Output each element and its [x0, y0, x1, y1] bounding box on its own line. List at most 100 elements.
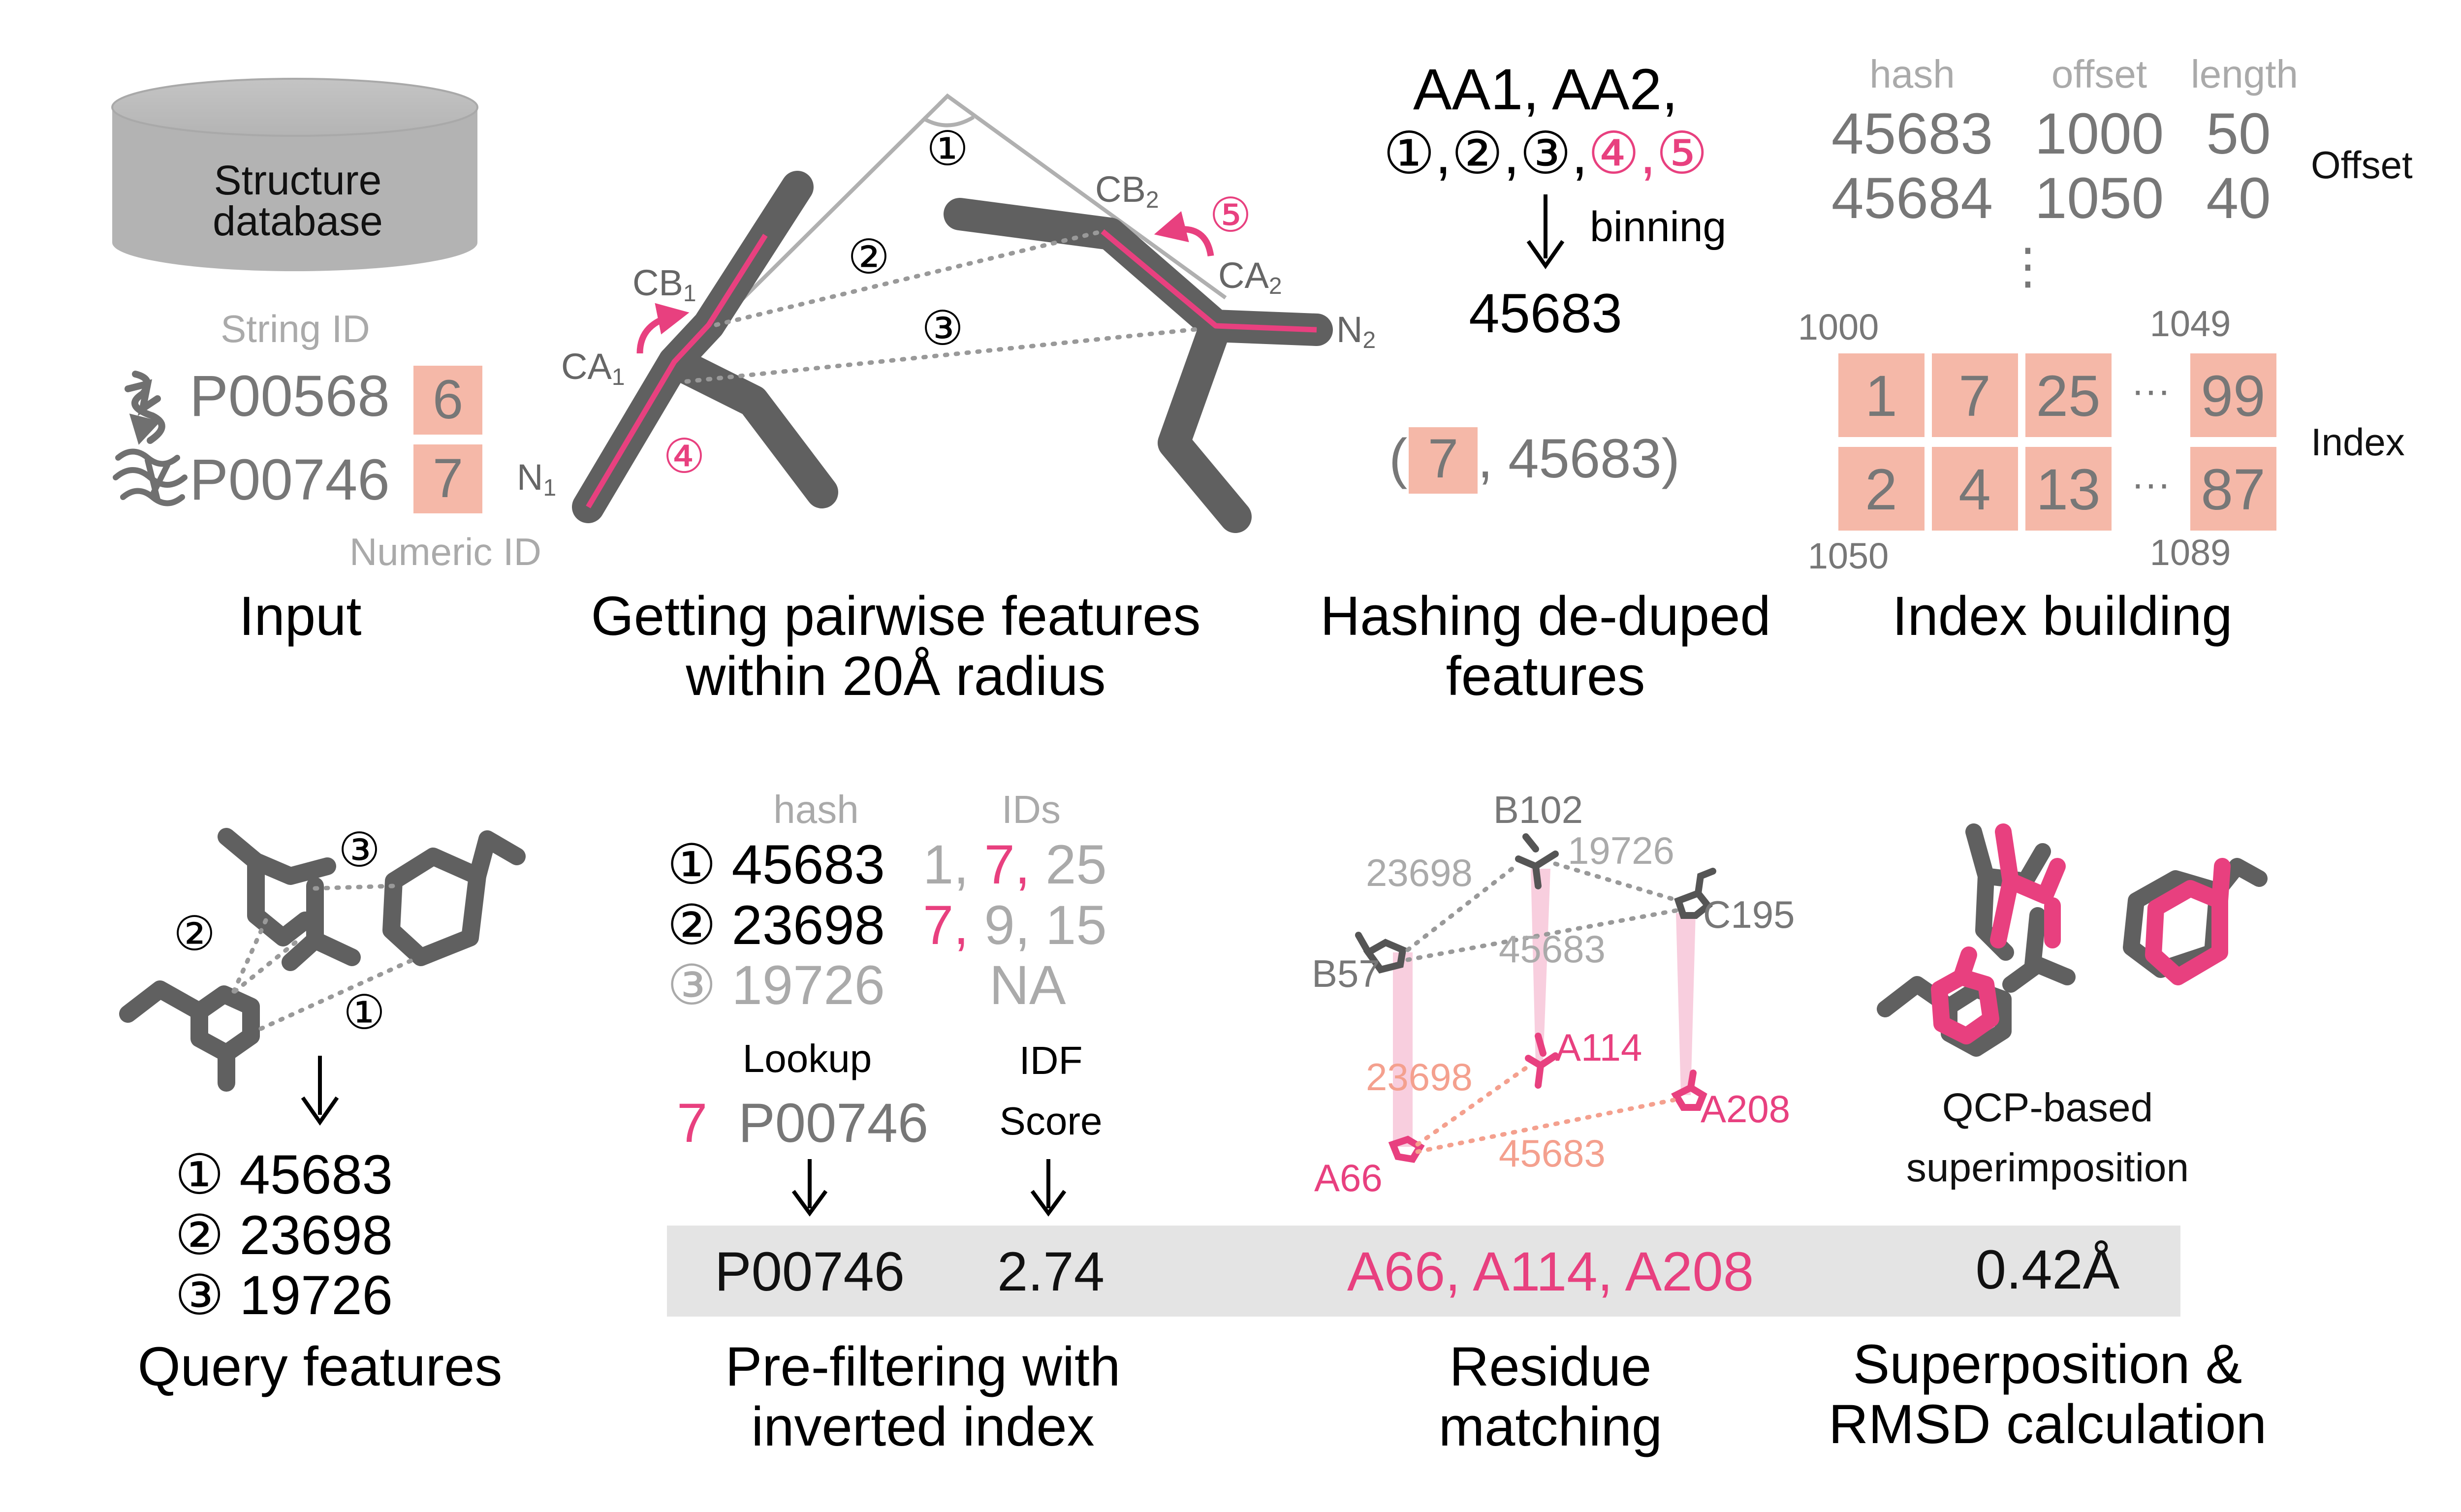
offset-row2-hash: 45684	[1831, 166, 1993, 231]
horizontal-ellipsis: ···	[2131, 368, 2171, 412]
prefilter-ids-1: 1, 7, 25	[923, 834, 1107, 895]
angle-arc	[921, 115, 975, 127]
index-row-1: 1 7 25 ··· 99	[1838, 353, 2276, 437]
index-value: 87	[2201, 457, 2265, 522]
index-cell	[2190, 447, 2276, 531]
offset-header-length: length	[2191, 52, 2298, 96]
index-table-label: Index	[2311, 420, 2405, 464]
index-value: 25	[2036, 364, 2100, 429]
prefilter-hash-1: ① 45683	[667, 834, 885, 895]
atom-n1: N1	[517, 457, 556, 501]
residue-panel: B102 C195 B57 23698 19726 45683 A114 A20…	[1312, 788, 1795, 1457]
mark-5: ⑤	[1209, 189, 1252, 242]
rotation-arrow-icon	[1154, 211, 1214, 257]
feature-list-line1: AA1, AA2,	[1413, 57, 1678, 122]
idf-label-line1: IDF	[1019, 1039, 1083, 1082]
residue-c195: C195	[1703, 893, 1795, 936]
residue-distance-line	[1553, 861, 1681, 903]
query-hash-2: ② 23698	[175, 1204, 393, 1266]
offset-row2-length: 40	[2206, 166, 2271, 231]
offset-row2-offset: 1050	[2035, 166, 2164, 231]
index-value: 1	[1865, 364, 1897, 429]
numeric-id-tile	[413, 366, 482, 435]
idf-label-line2: Score	[1000, 1099, 1103, 1143]
hash-45683-bottom: 45683	[1499, 1132, 1606, 1175]
prefilter-ids-label: IDs	[1002, 788, 1061, 831]
rotation-arrow-icon	[636, 303, 690, 354]
index-value: 4	[1958, 457, 1991, 522]
prefilter-hash-label: hash	[773, 788, 858, 831]
database-cylinder-icon	[111, 78, 478, 271]
string-id-p00746: P00746	[189, 447, 390, 512]
hash-tuple-id: 7	[1428, 428, 1458, 489]
query-distance-line	[313, 883, 396, 891]
offset-header-offset: offset	[2051, 52, 2147, 96]
index-cell	[1932, 447, 2018, 531]
distance-triangle	[685, 93, 1227, 356]
mark-1: ①	[926, 123, 969, 175]
atom-ca2: CA2	[1218, 255, 1282, 299]
pairwise-caption-line2: within 20Å radius	[686, 645, 1106, 707]
residue-distance-line	[1405, 861, 1521, 952]
pairwise-features-panel: ① ② ③ ④ ⑤ CB1 CA1 N1 CB2 CA2 N2 Getting …	[517, 93, 1376, 707]
result-residues: A66, A114, A208	[1347, 1241, 1754, 1302]
query-distance-line	[229, 918, 268, 999]
distance-line-3	[684, 326, 1203, 384]
superposition-caption-line1: Superposition &	[1853, 1333, 2242, 1395]
amino-acid-skeleton-icon	[1355, 833, 1716, 974]
prefilter-hash-3: ③ 19726	[667, 954, 885, 1016]
input-caption: Input	[239, 585, 361, 647]
hash-45683-top: 45683	[1499, 927, 1606, 971]
index-cell	[1838, 353, 1925, 437]
database-label-line1: Structure	[214, 157, 382, 203]
method-label-line1: QCP-based	[1942, 1085, 2153, 1130]
match-beam	[1676, 913, 1696, 1095]
index-cell	[2190, 353, 2276, 437]
binning-label: binning	[1590, 203, 1726, 251]
query-mark-3: ③	[338, 824, 380, 877]
residue-a208: A208	[1701, 1087, 1790, 1131]
offset-header-hash: hash	[1869, 52, 1955, 96]
superposition-panel: QCP-based superimposition 0.42Å Superpos…	[1829, 823, 2268, 1455]
prefilter-caption-line1: Pre-filtering with	[726, 1336, 1121, 1397]
atom-cb2: CB2	[1095, 169, 1159, 213]
hashing-caption-line1: Hashing de-duped	[1320, 585, 1770, 647]
offset-row1-offset: 1000	[2035, 101, 2164, 166]
hashing-caption-line2: features	[1446, 645, 1645, 707]
vertical-ellipsis: ⋮	[2003, 239, 2052, 294]
prefilter-panel: hash IDs ① 45683 1, 7, 25 ② 23698 7, 9, …	[667, 788, 1120, 1457]
residue-a114: A114	[1555, 1026, 1642, 1069]
index-value: 7	[1958, 364, 1991, 429]
offset-table-label: Offset	[2311, 143, 2413, 187]
index-caption: Index building	[1892, 585, 2232, 647]
distance-line-2	[714, 229, 1105, 327]
index-cell	[2025, 353, 2112, 437]
protein-ribbon-icon	[113, 448, 188, 506]
hash-19726-top: 19726	[1568, 829, 1674, 872]
numeric-id-label: Numeric ID	[349, 530, 541, 573]
protein-ribbon-icon	[125, 371, 165, 445]
index-value: 2	[1865, 457, 1897, 522]
query-mark-1: ①	[343, 986, 385, 1039]
lookup-num: 7	[677, 1092, 707, 1154]
index-pos-1000: 1000	[1798, 307, 1879, 347]
index-panel: hash offset length 45683 1000 50 45684 1…	[1798, 52, 2413, 647]
hashing-panel: AA1, AA2, ①,②,③,④,⑤ binning 45683 ( 7 , …	[1320, 57, 1770, 707]
mark-4: ④	[663, 430, 705, 483]
index-cell	[2025, 447, 2112, 531]
hash-value: 45683	[1469, 283, 1622, 344]
hash-23698-top: 23698	[1366, 851, 1473, 894]
index-value: 99	[2201, 364, 2265, 429]
feature-list-line2: ①,②,③,④,⑤	[1383, 121, 1708, 186]
method-label-line2: superimposition	[1906, 1145, 2189, 1190]
numeric-id-tile	[1409, 427, 1478, 494]
lookup-id: P00746	[738, 1092, 928, 1154]
numeric-id-6: 6	[433, 369, 463, 430]
index-value: 13	[2036, 457, 2100, 522]
superposition-caption-line2: RMSD calculation	[1829, 1393, 2267, 1455]
residue-caption-line1: Residue	[1450, 1336, 1652, 1397]
hash-tuple-rest: , 45683)	[1478, 428, 1680, 489]
query-mark-2: ②	[173, 908, 216, 960]
index-pos-1050: 1050	[1808, 536, 1889, 576]
